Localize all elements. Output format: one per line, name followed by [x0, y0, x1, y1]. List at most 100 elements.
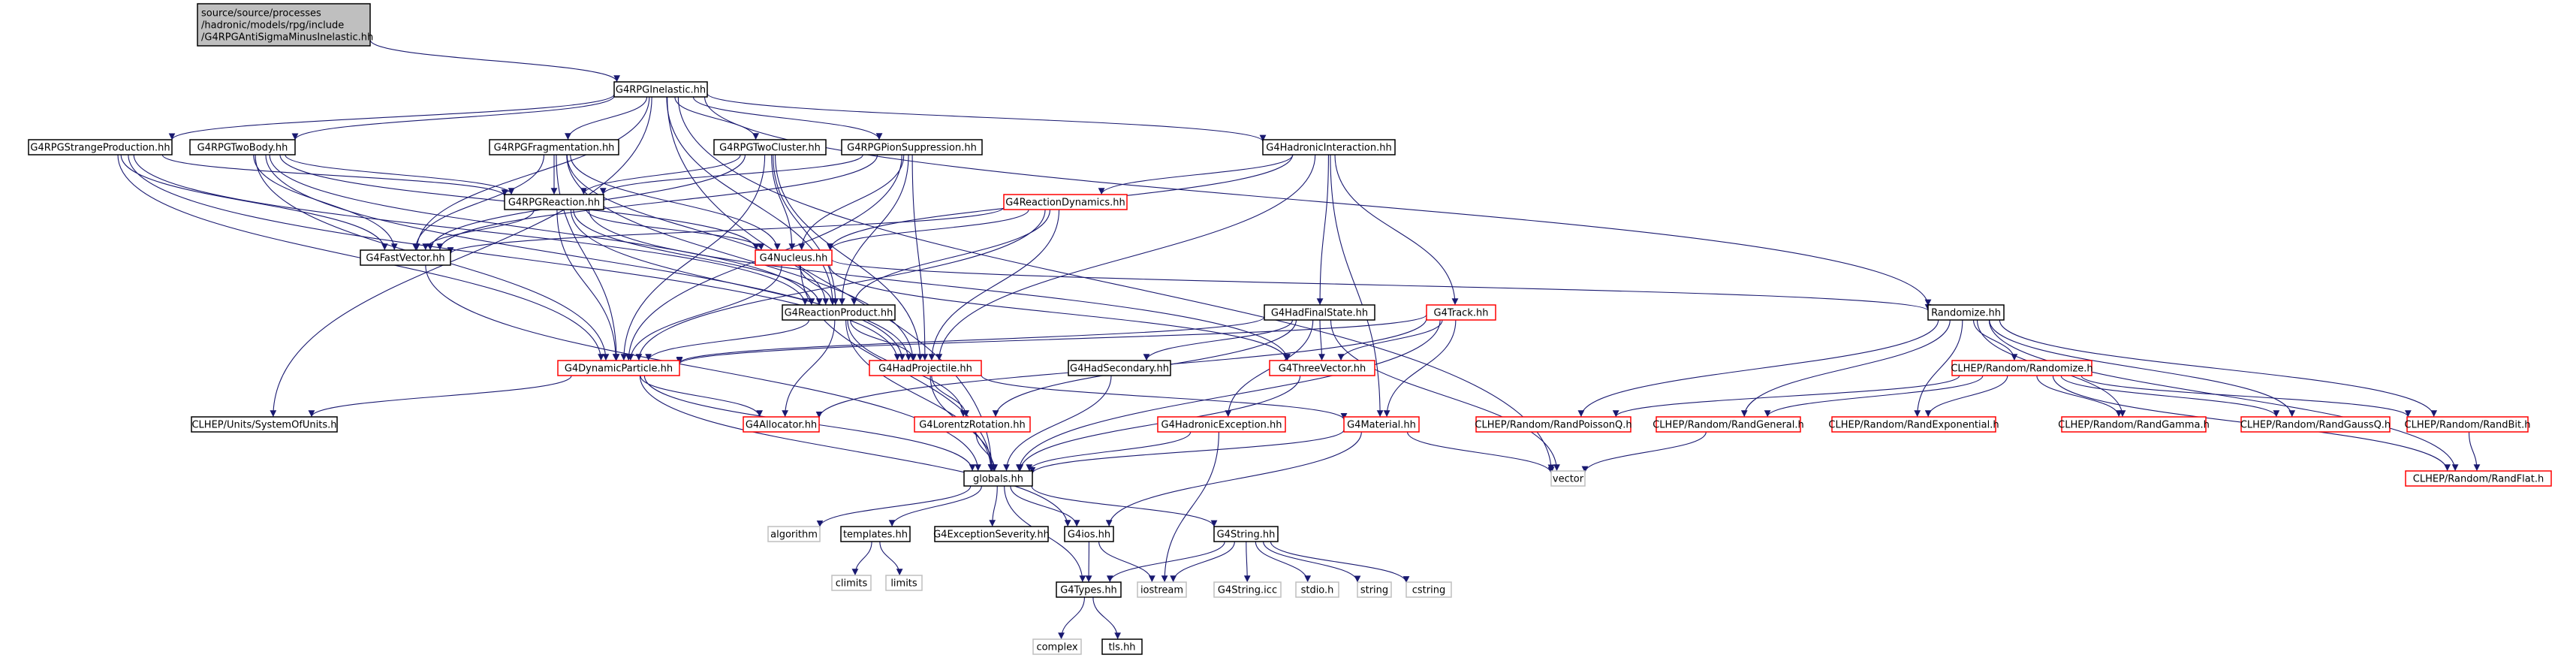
- edge-nucleus-to-threevec: [829, 264, 1290, 361]
- edge-hadfinal-to-hadsec: [1143, 319, 1294, 361]
- node-box-units: [191, 416, 338, 433]
- node-randbit[interactable]: CLHEP/Random/RandBit.h: [2405, 416, 2531, 433]
- edge-g4string-to-g4stringicc: [1243, 541, 1251, 583]
- node-threevec[interactable]: G4ThreeVector.hh: [1269, 360, 1375, 376]
- edge-dynpart-to-allocator: [640, 375, 763, 418]
- node-templates[interactable]: templates.hh: [840, 526, 911, 542]
- node-hadproj[interactable]: G4HadProjectile.hh: [869, 360, 982, 376]
- node-material[interactable]: G4Material.hh: [1343, 416, 1420, 433]
- node-globals[interactable]: globals.hh: [963, 470, 1033, 487]
- node-box-string: [1357, 581, 1392, 598]
- node-clhep_randomize[interactable]: CLHEP/Random/Randomize.h: [1951, 360, 2093, 376]
- node-gamma[interactable]: CLHEP/Random/RandGamma.h: [2058, 416, 2210, 433]
- node-label-twocluster: G4RPGTwoCluster.hh: [719, 143, 821, 154]
- edge-g4types-to-tls: [1092, 596, 1122, 640]
- node-label-reacdyn: G4ReactionDynamics.hh: [1005, 198, 1125, 209]
- node-poisson[interactable]: CLHEP/Random/RandPoissonQ.h: [1475, 416, 1632, 433]
- node-strange[interactable]: G4RPGStrangeProduction.hh: [28, 139, 173, 155]
- node-label-twobody: G4RPGTwoBody.hh: [197, 143, 288, 154]
- edge-clhep_randomize-to-poisson: [1612, 375, 1960, 418]
- node-cstring: cstring: [1406, 581, 1452, 598]
- node-g4ios[interactable]: G4ios.hh: [1064, 526, 1114, 542]
- node-tls[interactable]: tls.hh: [1101, 638, 1143, 655]
- node-rpgreaction[interactable]: G4RPGReaction.hh: [504, 194, 604, 210]
- edge-lorentz-to-globals: [975, 431, 999, 472]
- node-box-nucleus: [755, 249, 833, 266]
- edge-hadint-to-hadproj: [935, 154, 1316, 361]
- edge-track-to-globals: [1016, 319, 1441, 472]
- node-gaussq[interactable]: CLHEP/Random/RandGaussQ.h: [2240, 416, 2391, 433]
- node-box-templates: [840, 526, 911, 542]
- node-box-stdio: [1295, 581, 1339, 598]
- node-nucleus[interactable]: G4Nucleus.hh: [755, 249, 833, 266]
- edge-rpg_inelastic-to-hadint: [707, 92, 1267, 142]
- edge-randomize-to-clhep_randomize: [1973, 319, 2018, 361]
- edge-randbit-to-randflat: [2468, 431, 2481, 472]
- node-hadexc[interactable]: G4HadronicException.hh: [1157, 416, 1286, 433]
- node-track[interactable]: G4Track.hh: [1426, 304, 1496, 321]
- node-dynpart[interactable]: G4DynamicParticle.hh: [557, 360, 680, 376]
- node-label-randflat: CLHEP/Random/RandFlat.h: [2413, 474, 2544, 485]
- node-box-allocator: [743, 416, 820, 433]
- edge-g4string-to-iostream: [1170, 541, 1235, 583]
- node-general[interactable]: CLHEP/Random/RandGeneral.h: [1653, 416, 1804, 433]
- node-label-rpgreaction: G4RPGReaction.hh: [508, 198, 600, 209]
- node-label-hadproj: G4HadProjectile.hh: [878, 364, 972, 375]
- node-box-randomize: [1927, 304, 2005, 321]
- node-pionsupp[interactable]: G4RPGPionSuppression.hh: [841, 139, 983, 155]
- node-label-g4types: G4Types.hh: [1060, 585, 1117, 596]
- edge-rpgreaction-to-fastvec: [422, 209, 535, 251]
- edge-twobody-to-hadproj: [265, 154, 905, 361]
- edge-twobody-to-fastvec: [253, 154, 398, 251]
- node-units[interactable]: CLHEP/Units/SystemOfUnits.h: [191, 416, 338, 433]
- edge-randomize-to-randbit: [1999, 319, 2437, 418]
- edge-randomize-to-poisson: [1577, 319, 1939, 418]
- node-root[interactable]: source/source/processes/hadronic/models/…: [197, 3, 373, 47]
- node-g4string[interactable]: G4String.hh: [1213, 526, 1279, 542]
- edge-material-to-g4ios: [1105, 431, 1362, 527]
- node-hadsec[interactable]: G4HadSecondary.hh: [1068, 360, 1171, 376]
- node-randflat[interactable]: CLHEP/Random/RandFlat.h: [2405, 470, 2552, 487]
- edge-hadint-to-track: [1334, 154, 1459, 306]
- edge-rpg_inelastic-to-pionsupp: [692, 96, 883, 140]
- node-hadint[interactable]: G4HadronicInteraction.hh: [1262, 139, 1396, 155]
- node-label-templates: templates.hh: [843, 530, 908, 541]
- node-reacprod[interactable]: G4ReactionProduct.hh: [782, 304, 896, 321]
- node-rpg_inelastic[interactable]: G4RPGInelastic.hh: [613, 81, 708, 98]
- edge-pionsupp-to-fastvec: [436, 154, 878, 251]
- node-twocluster[interactable]: G4RPGTwoCluster.hh: [713, 139, 827, 155]
- node-box-exsev: [934, 526, 1049, 542]
- node-frag[interactable]: G4RPGFragmentation.hh: [489, 139, 619, 155]
- edge-hadfinal-to-threevec: [1318, 319, 1325, 361]
- node-box-reacprod: [782, 304, 896, 321]
- node-lorentz[interactable]: G4LorentzRotation.hh: [914, 416, 1031, 433]
- node-box-rpg_inelastic: [613, 81, 708, 98]
- edge-material-to-globals: [1029, 429, 1345, 474]
- node-exsev[interactable]: G4ExceptionSeverity.hh: [933, 526, 1050, 542]
- node-reacdyn[interactable]: G4ReactionDynamics.hh: [1003, 194, 1128, 210]
- node-label-exsev: G4ExceptionSeverity.hh: [933, 530, 1050, 541]
- node-twobody[interactable]: G4RPGTwoBody.hh: [189, 139, 296, 155]
- edge-g4string-to-g4types: [1106, 541, 1225, 583]
- node-hadfinal[interactable]: G4HadFinalState.hh: [1264, 304, 1375, 321]
- edge-frag-to-dynpart: [556, 154, 620, 361]
- node-fastvec[interactable]: G4FastVector.hh: [360, 249, 451, 266]
- edge-reacprod-to-hadproj: [850, 319, 917, 361]
- node-label-material: G4Material.hh: [1347, 420, 1416, 431]
- edge-strange-to-reacprod: [133, 154, 809, 306]
- node-vector: vector: [1550, 470, 1586, 487]
- node-allocator[interactable]: G4Allocator.hh: [743, 416, 820, 433]
- node-g4types[interactable]: G4Types.hh: [1056, 581, 1122, 598]
- node-randomize[interactable]: Randomize.hh: [1927, 304, 2005, 321]
- node-label-globals: globals.hh: [973, 474, 1023, 485]
- edge-hadfinal-to-vector: [1330, 319, 1560, 472]
- node-box-randbit: [2406, 416, 2529, 433]
- node-box-cstring: [1406, 581, 1452, 598]
- node-exponential[interactable]: CLHEP/Random/RandExponential.h: [1828, 416, 1999, 433]
- node-box-general: [1656, 416, 1801, 433]
- edge-hadproj-to-lorentz: [931, 375, 970, 418]
- node-label-g4string: G4String.hh: [1217, 530, 1276, 541]
- node-box-g4types: [1056, 581, 1122, 598]
- node-label-reacprod: G4ReactionProduct.hh: [785, 308, 893, 319]
- node-label-root: /G4RPGAntiSigmaMinusInelastic.hh: [201, 32, 373, 44]
